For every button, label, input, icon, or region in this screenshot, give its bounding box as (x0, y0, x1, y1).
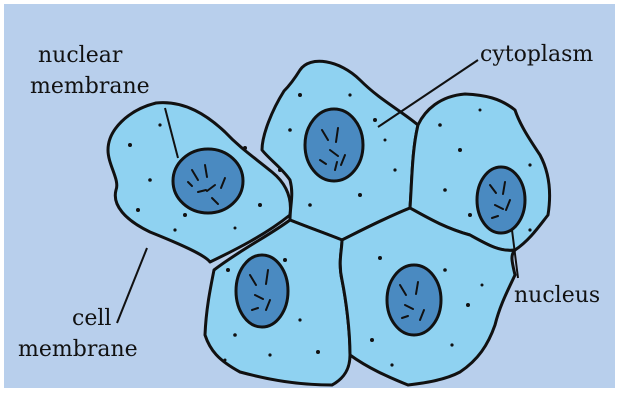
label-nuclear: nuclear (38, 43, 123, 68)
nucleus-right (477, 167, 525, 233)
nucleus-top-center (305, 109, 363, 181)
label-nucleus: nucleus (514, 283, 600, 308)
label-cell: cell (72, 306, 111, 331)
label-cell-membrane: membrane (18, 337, 138, 362)
nucleus-bottom-right (387, 265, 441, 335)
label-cytoplasm: cytoplasm (480, 42, 593, 67)
nucleus-left (173, 149, 243, 213)
nucleus-bottom-left (236, 255, 288, 327)
label-nuclear-membrane: membrane (30, 74, 150, 99)
